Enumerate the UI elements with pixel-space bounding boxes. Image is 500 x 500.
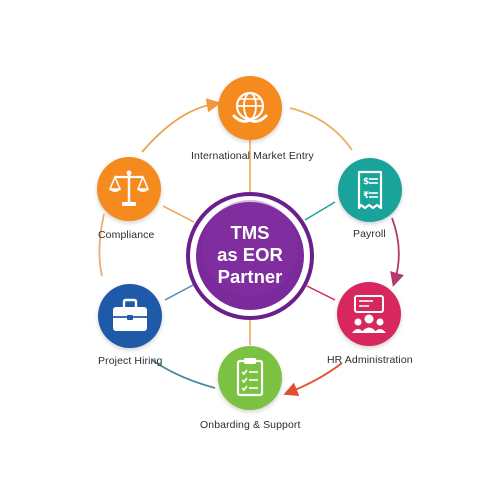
label-international-market-entry: International Market Entry <box>191 150 314 162</box>
arc-payroll-to-hr <box>390 217 404 287</box>
svg-text:₹: ₹ <box>363 191 369 201</box>
spoke-payroll <box>304 201 336 221</box>
svg-text:$: $ <box>363 177 369 187</box>
globe-handshake-icon <box>232 91 268 123</box>
arc-hiring-to-compliance <box>98 213 105 277</box>
node-hr-administration <box>337 282 401 346</box>
label-onboarding-support: Onbarding & Support <box>200 419 301 431</box>
node-project-hiring <box>98 284 162 348</box>
node-compliance <box>97 157 161 221</box>
arc-compliance-to-market <box>141 98 222 153</box>
label-hr-administration: HR Administration <box>327 354 413 366</box>
arc-onboarding-to-hiring <box>151 359 216 389</box>
arc-hr-to-onboarding <box>283 362 343 397</box>
center-title-line2: as EOR <box>217 244 283 265</box>
scales-icon <box>108 170 150 206</box>
center-title-line1: TMS <box>230 222 270 243</box>
label-payroll: Payroll <box>353 228 386 240</box>
spoke-compliance <box>162 205 195 223</box>
node-payroll: $ ₹ <box>338 158 402 222</box>
briefcase-icon <box>113 298 147 331</box>
label-compliance: Compliance <box>98 229 155 241</box>
center-disc <box>196 202 304 310</box>
arc-market-to-payroll <box>289 107 353 151</box>
label-project-hiring: Project Hiring <box>98 355 163 367</box>
center-title-line3: Partner <box>217 266 283 287</box>
spoke-hr <box>306 285 336 301</box>
clipboard-checklist-icon <box>236 358 264 397</box>
node-onboarding-support <box>218 346 282 410</box>
node-international-market-entry <box>218 76 282 140</box>
payslip-icon: $ ₹ <box>357 170 383 210</box>
spoke-hiring <box>164 283 196 301</box>
team-profile-icon <box>352 295 386 333</box>
